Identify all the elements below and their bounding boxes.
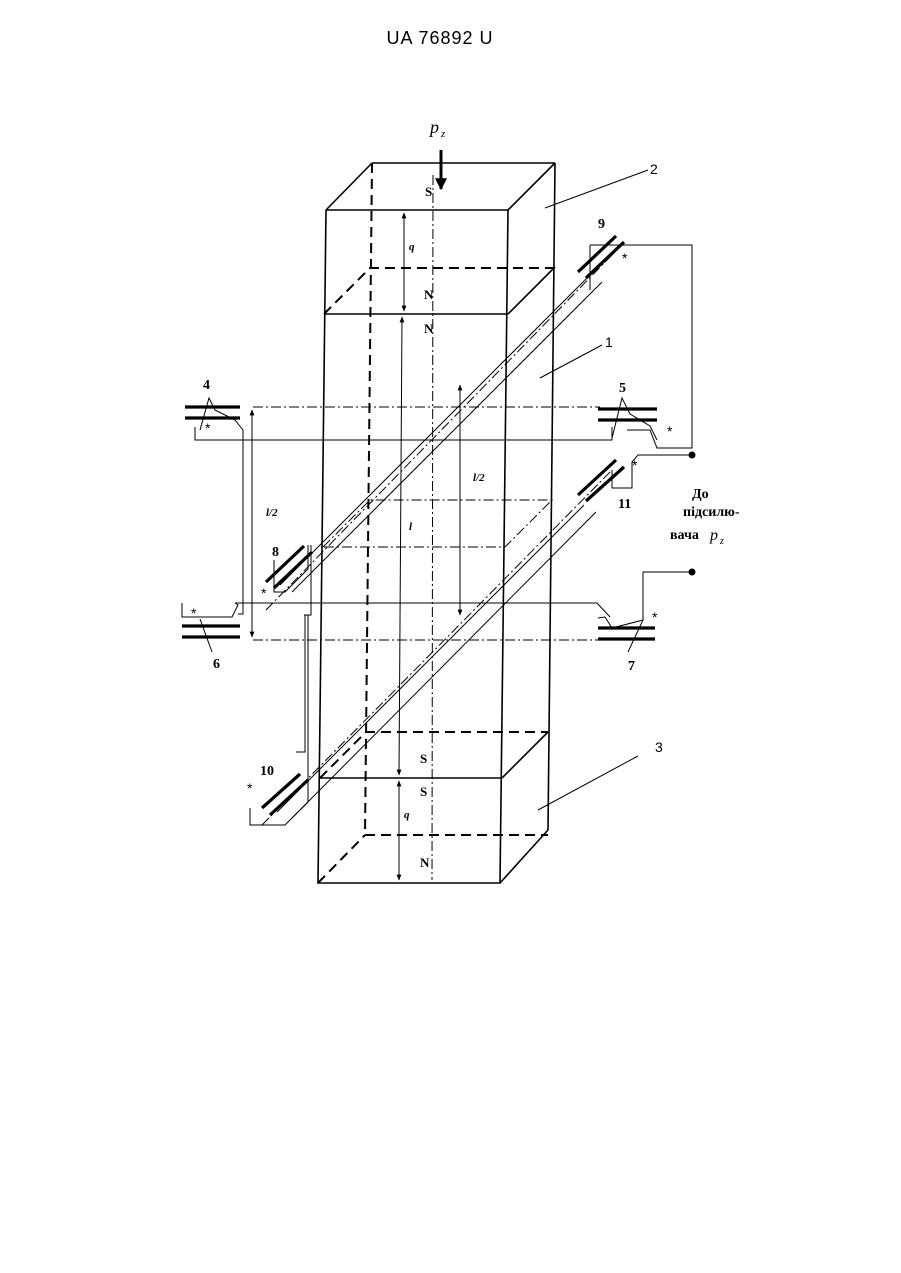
diag-dashdot-2 (262, 470, 612, 825)
wire-4-6 (235, 420, 243, 614)
callout-leader-2 (545, 170, 648, 208)
prism-body (318, 163, 555, 883)
center-axis (432, 175, 433, 880)
sensor-label-8: 8 (272, 545, 279, 560)
pole-top-s: S (425, 184, 432, 199)
diag-wire-8-9-a (280, 275, 590, 585)
wire-11-out (612, 455, 692, 488)
sensor-label-5: 5 (619, 381, 626, 396)
polarity-mark-5: * (667, 423, 673, 439)
sensor-label-10: 10 (260, 764, 274, 779)
pole-lower-s1: S (420, 751, 427, 766)
pole-bottom-n: N (420, 855, 430, 870)
polarity-mark-9: * (622, 250, 628, 266)
sensor-9 (578, 236, 624, 290)
callout-label-3: 3 (655, 739, 663, 755)
sensor-5 (598, 398, 657, 440)
diag-wire-8-9-b (292, 282, 602, 592)
diag-wire-10-11-a (277, 505, 584, 812)
pole-upper-n2: N (424, 321, 434, 336)
callout-label-1: 1 (605, 334, 613, 350)
sensor-11 (578, 460, 624, 501)
sensor-4 (185, 398, 240, 440)
sensor-7 (598, 617, 655, 652)
wire-4-5 (195, 427, 612, 440)
callout-label-2: 2 (650, 161, 658, 177)
sensor-label-6: 6 (213, 657, 220, 672)
output-line-3: вача (670, 528, 699, 543)
sensor-label-11: 11 (618, 497, 631, 512)
dim-length (399, 317, 402, 775)
polarity-mark-10: * (247, 780, 253, 796)
wire-10-up (296, 545, 311, 752)
force-symbol: p (428, 117, 439, 137)
output-line-2: підсилю- (683, 505, 740, 520)
output-subscript: z (719, 536, 724, 547)
output-terminal-1 (689, 452, 696, 459)
dim-length-label: l (409, 521, 413, 533)
polarity-mark-7: * (652, 609, 658, 625)
wire-6-7-link (597, 603, 610, 617)
callout-leader-1 (540, 345, 602, 378)
dim-q-bottom-label: q (404, 809, 410, 821)
upper-magnet (324, 267, 555, 314)
wire-7-out (643, 572, 692, 620)
pole-lower-s2: S (420, 784, 427, 799)
dim-half-left-label: l/2 (266, 507, 278, 519)
patent-number: UA 76892 U (386, 28, 493, 48)
polarity-mark-11: * (632, 457, 638, 473)
output-symbol: p (709, 527, 718, 544)
pole-upper-n1: N (424, 287, 434, 302)
force-subscript: z (440, 128, 446, 140)
polarity-mark-8: * (261, 585, 267, 601)
callout-leader-3 (538, 756, 638, 810)
dim-q-top-label: q (409, 241, 415, 253)
output-caption: До підсилю- вача p z (670, 487, 740, 547)
sensor-label-4: 4 (203, 378, 210, 393)
sensor-label-7: 7 (628, 659, 635, 674)
diag-dashdot-1 (266, 255, 612, 610)
dim-half-right-label: l/2 (473, 472, 485, 484)
sensor-label-9: 9 (598, 217, 605, 232)
output-line-1: До (692, 487, 709, 502)
polarity-mark-4: * (205, 420, 211, 436)
force-label: p z (428, 117, 446, 140)
output-terminal-2 (689, 569, 696, 576)
polarity-mark-6: * (191, 605, 197, 621)
